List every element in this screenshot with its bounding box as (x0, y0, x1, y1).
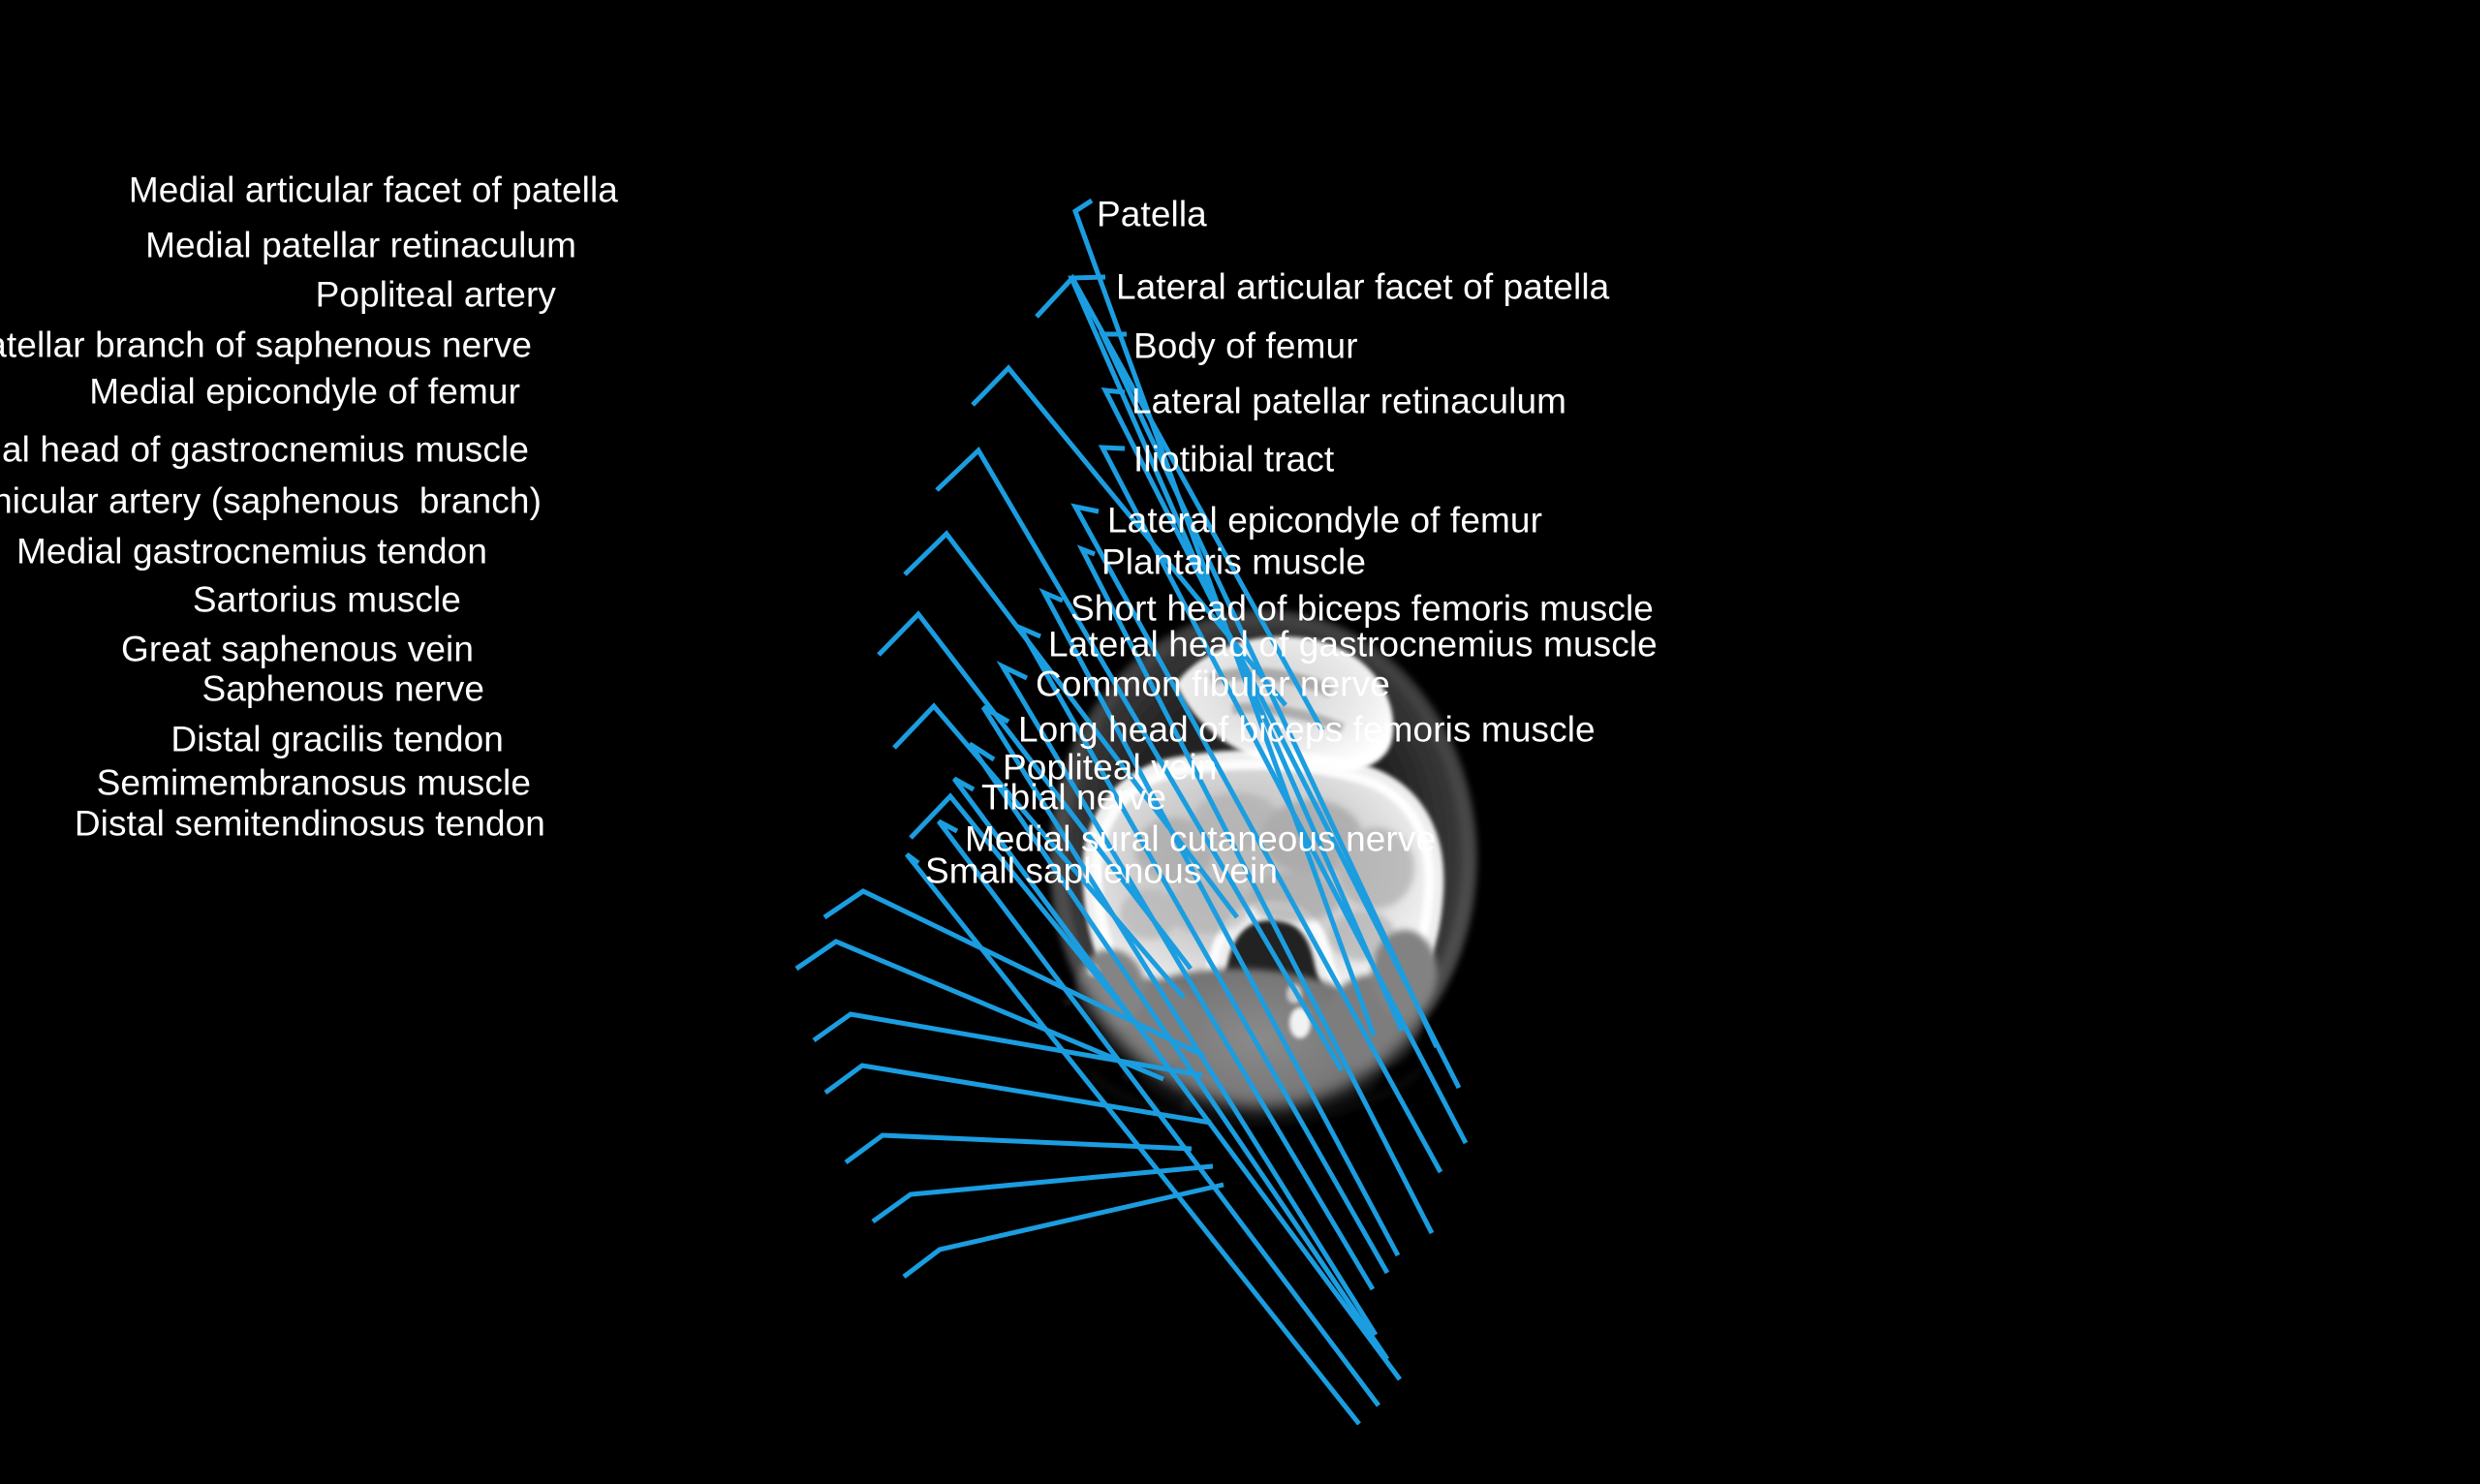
label-medial-patellar-retinaculum: Medial patellar retinaculum (145, 225, 576, 265)
label-popliteal-vein: Popliteal vein (1003, 747, 1218, 788)
label-tibial-nerve: Tibial nerve (981, 777, 1167, 818)
label-medial-epicondyle-of-femur: Medial epicondyle of femur (89, 371, 520, 412)
label-lateral-head-of-gastrocnemius-muscle: Lateral head of gastrocnemius muscle (1048, 624, 1658, 665)
label-medial-gastrocnemius-tendon: Medial gastrocnemius tendon (16, 531, 487, 572)
label-distal-gracilis-tendon: Distal gracilis tendon (170, 719, 504, 759)
label-great-saphenous-vein: Great saphenous vein (120, 629, 474, 669)
label-infrapatellar-branch-of-saphenous-nerve: Infrapatellar branch of saphenous nerve (0, 325, 532, 365)
label-long-head-of-biceps-femoris-muscle: Long head of biceps femoris muscle (1018, 709, 1596, 750)
label-lateral-articular-facet-of-patella: Lateral articular facet of patella (1116, 266, 1610, 307)
label-medial-head-of-gastrocnemius-muscle: Medial head of gastrocnemius muscle (0, 429, 529, 470)
label-short-head-of-biceps-femoris-muscle: Short head of biceps femoris muscle (1070, 588, 1654, 629)
label-patella: Patella (1097, 194, 1207, 234)
label-popliteal-artery: Popliteal artery (315, 274, 556, 315)
label-lateral-epicondyle-of-femur: Lateral epicondyle of femur (1107, 500, 1543, 541)
label-medial-sural-cutaneous-nerve: Medial sural cutaneous nerve (965, 819, 1437, 859)
label-semimembranosus-muscle: Semimembranosus muscle (96, 762, 531, 803)
label-sartorius-muscle: Sartorius muscle (192, 579, 461, 620)
label-small-saphenous-vein: Small saphenous vein (925, 850, 1278, 891)
leader-semimembranosus-muscle (871, 1163, 1214, 1224)
label-iliotibial-tract: Iliotibial tract (1133, 439, 1335, 479)
label-common-fibular-nerve: Common fibular nerve (1036, 664, 1390, 704)
label-plantaris-muscle: Plantaris muscle (1101, 541, 1367, 582)
label-descending-genicular-artery-saphenous-branch: Descending genicular artery (saphenous b… (0, 480, 542, 521)
label-lateral-patellar-retinaculum: Lateral patellar retinaculum (1132, 381, 1567, 421)
label-distal-semitendinosus-tendon: Distal semitendinosus tendon (74, 803, 545, 844)
label-medial-articular-facet-of-patella: Medial articular facet of patella (128, 170, 618, 210)
label-body-of-femur: Body of femur (1133, 325, 1358, 366)
label-saphenous-nerve: Saphenous nerve (202, 668, 484, 709)
leader-distal-semitendinosus-tendon (902, 1182, 1224, 1279)
